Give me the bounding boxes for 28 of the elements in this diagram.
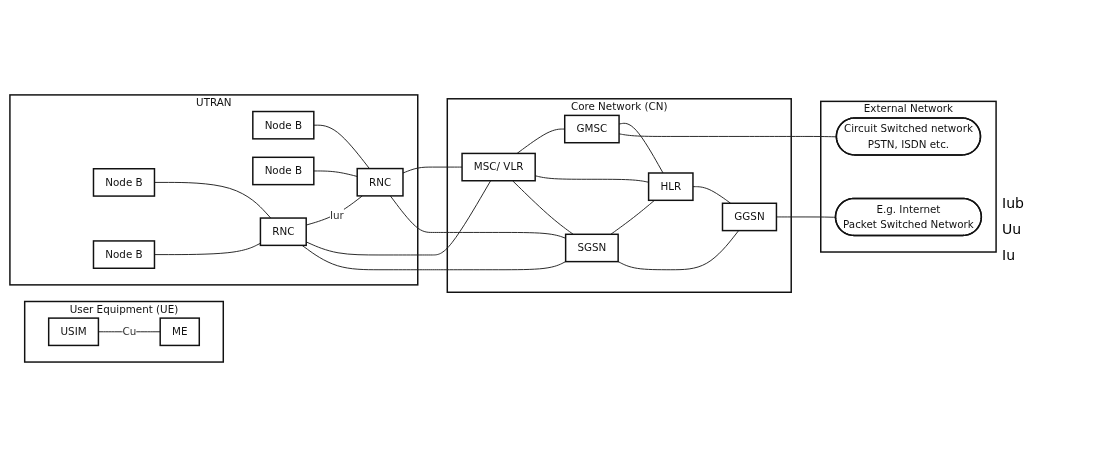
node-box: Node B: [92, 168, 156, 197]
connector: [313, 124, 370, 170]
connector: [154, 242, 261, 256]
node-box: USIM: [47, 317, 100, 347]
edge-label: Cu: [122, 325, 137, 338]
connector: [512, 180, 574, 235]
node-box: SGSN: [564, 233, 619, 263]
connector: [154, 181, 272, 219]
node-box: RNC: [259, 217, 307, 247]
node-box: Node B: [252, 156, 315, 186]
edge-label: Iur: [329, 209, 344, 222]
node-box: Node B: [252, 110, 315, 140]
node-box: HLR: [647, 172, 694, 202]
interface-label: Iu: [1002, 246, 1016, 263]
connector: [692, 186, 732, 204]
connector: [313, 170, 358, 177]
node-box: ME: [159, 317, 200, 347]
connector: [402, 166, 463, 174]
node-box: MSC/ VLR: [461, 152, 536, 182]
node-box: GGSN: [721, 202, 778, 232]
node-box: GMSC: [564, 114, 620, 144]
connector: [617, 230, 740, 271]
connector: [610, 199, 655, 235]
node-box: Node B: [92, 240, 156, 269]
interface-label: Uu: [1002, 220, 1023, 237]
node-box: RNC: [356, 167, 404, 197]
interface-label: Iub: [1002, 194, 1025, 211]
connector: [301, 244, 567, 271]
